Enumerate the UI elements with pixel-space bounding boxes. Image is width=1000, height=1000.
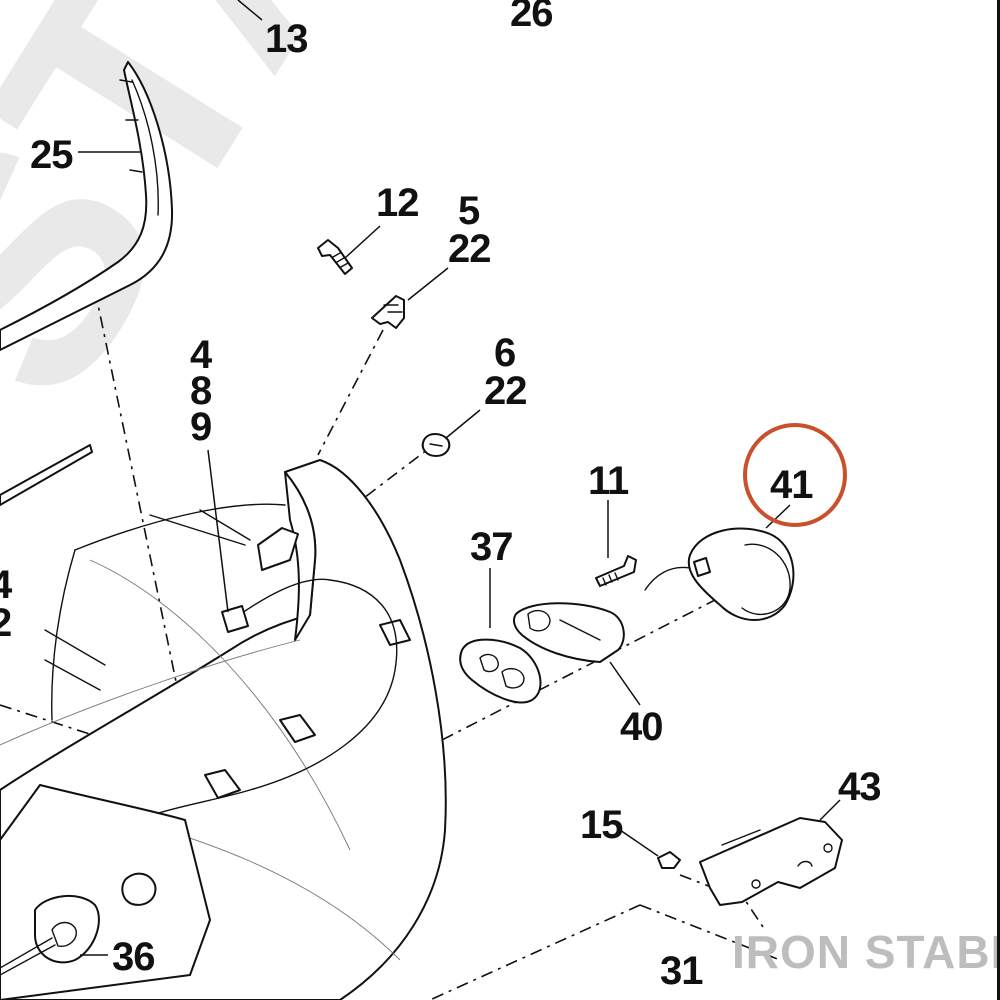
leader-6-22 <box>445 409 481 439</box>
fairing-contour-1 <box>0 639 301 746</box>
callout-40: 40 <box>620 705 663 749</box>
callout-43: 43 <box>838 765 881 809</box>
mount-stud <box>527 609 551 632</box>
callout-5: 5 <box>458 189 480 233</box>
fairing-vent-lines <box>44 629 106 691</box>
watermark-brand: IRON STABLE <box>732 926 1000 978</box>
callout-25: 25 <box>30 133 73 177</box>
callout-9: 9 <box>190 405 211 449</box>
nut-6-22 <box>421 433 451 457</box>
callout-8: 8 <box>190 369 212 413</box>
callout-2-left: 2 <box>0 601 11 645</box>
gasket-port <box>501 667 525 689</box>
callout-22-lower: 22 <box>484 369 527 413</box>
callout-22-upper: 22 <box>448 227 491 271</box>
grommet-36 <box>121 872 157 906</box>
nut-slot <box>429 443 443 447</box>
watermark-large: STABLE <box>0 0 806 457</box>
turn-signal-wire <box>644 566 691 591</box>
callout-31: 31 <box>660 949 703 993</box>
fairing-front-lip <box>284 471 317 641</box>
callout-26: 26 <box>510 0 553 35</box>
left-strip-body <box>0 444 93 506</box>
bracket-hole-1 <box>823 843 833 853</box>
leader-12 <box>344 225 381 259</box>
harness-connector <box>221 605 249 633</box>
callout-13: 13 <box>265 17 308 61</box>
leader-4-8-9 <box>207 449 229 613</box>
leader-13 <box>237 0 263 21</box>
mount-body <box>513 602 625 663</box>
fairing-inner-edge-left <box>51 549 76 721</box>
centerline-clip-upper <box>317 329 384 456</box>
screw-12 <box>317 239 353 275</box>
fastener-15 <box>657 851 681 869</box>
fairing-mount-tab-3 <box>204 769 241 799</box>
leader-40 <box>609 661 641 706</box>
left-trim-strip <box>0 444 93 506</box>
trim-strip-body <box>0 61 174 351</box>
leader-41 <box>765 504 791 529</box>
socket-36-stud <box>0 937 56 976</box>
callout-37: 37 <box>470 525 513 569</box>
callout-15: 15 <box>580 803 623 847</box>
mount-40 <box>513 602 625 663</box>
trim-strip-edge <box>131 79 159 216</box>
clip-5-22 <box>371 295 405 329</box>
screw-11 <box>595 555 637 587</box>
clip-detail <box>383 304 403 313</box>
fairing-inner-top-edge <box>74 503 286 551</box>
gasket-outline <box>459 638 542 704</box>
fastener-15-body <box>657 851 681 869</box>
gasket-37 <box>459 638 542 704</box>
leader-15 <box>619 829 659 857</box>
screw-11-body <box>595 555 637 587</box>
inner-panel-36 <box>0 784 211 1000</box>
socket-36-bore <box>51 921 77 947</box>
leader-lines <box>78 0 841 956</box>
leader-5-22 <box>407 267 449 301</box>
bracket-hole-2 <box>751 879 761 889</box>
fairing-contour-2 <box>89 559 351 851</box>
callout-4: 4 <box>190 333 213 377</box>
highlight-circle-41 <box>743 423 847 527</box>
bracket-detail <box>721 829 813 867</box>
inner-panel-outline <box>0 784 211 1000</box>
callout-12: 12 <box>376 181 419 225</box>
callout-41: 41 <box>770 463 813 507</box>
callout-36: 36 <box>112 935 155 979</box>
windshield-trim-25 <box>0 61 174 351</box>
mount-ridge <box>559 619 601 641</box>
leader-43 <box>819 799 841 821</box>
fairing-slot-lines <box>149 509 251 546</box>
fairing-upper-mount <box>257 527 299 571</box>
centerline-left-edge <box>0 704 171 761</box>
socket-36-housing <box>34 894 100 964</box>
callout-6: 6 <box>494 331 515 375</box>
gasket-hole <box>479 653 499 673</box>
callout-11: 11 <box>588 459 629 503</box>
callout-4-left: 4 <box>0 563 13 607</box>
screw-11-thread <box>602 572 619 586</box>
fairing-mount-tab-2 <box>279 714 316 743</box>
turn-signal-housing <box>687 527 795 621</box>
turn-signal-lens <box>741 543 791 616</box>
frame-border-right <box>997 0 1000 1000</box>
turn-signal-stem <box>693 557 711 577</box>
callout-labels: 13 26 25 12 5 22 6 22 4 8 9 4 2 11 37 41… <box>0 0 882 993</box>
turn-signal-41 <box>644 527 795 621</box>
screw-12-thread <box>332 252 349 268</box>
bracket-43 <box>699 817 843 906</box>
trim-strip-tabs <box>119 79 143 173</box>
watermark-large-text: STABLE <box>0 0 806 457</box>
bracket-body <box>699 817 843 906</box>
centerline-part-31-b <box>429 904 641 1000</box>
